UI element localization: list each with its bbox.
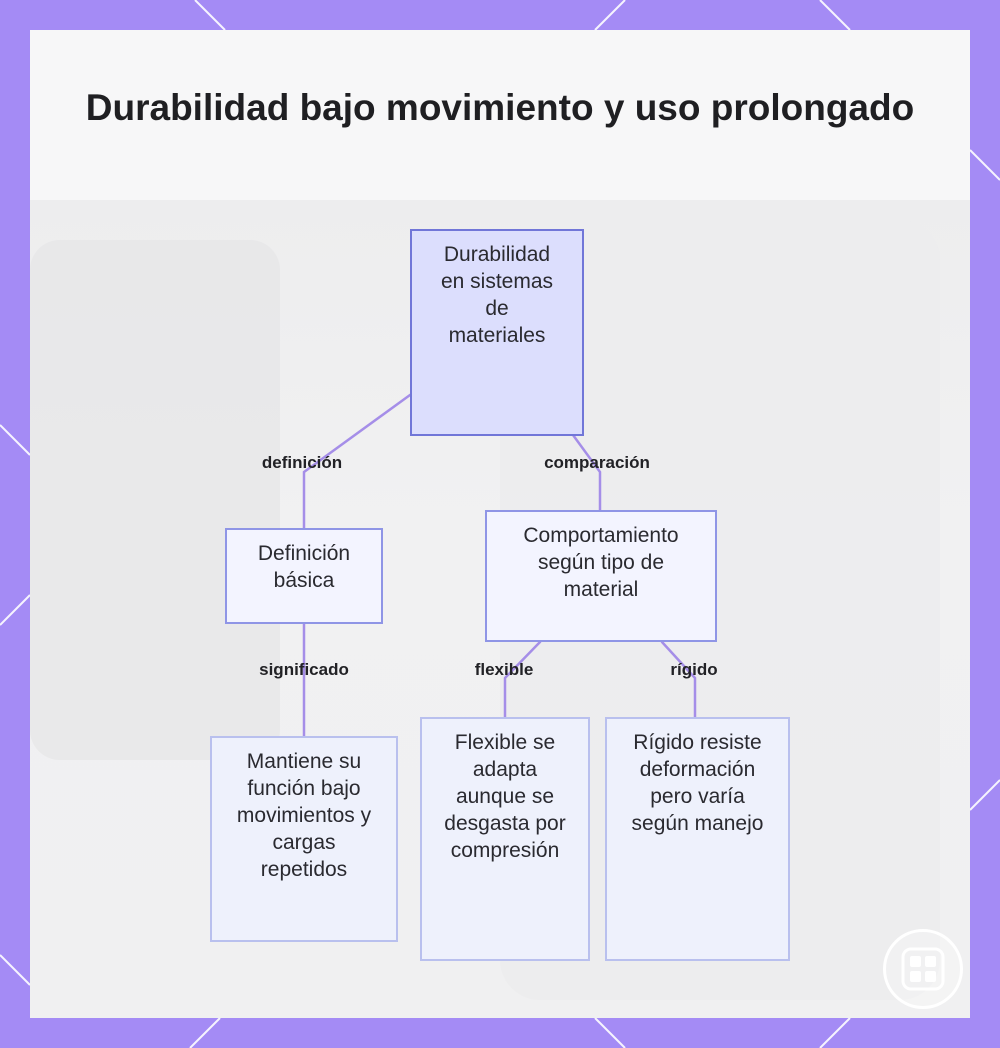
node-definicion-label: Definición básica: [257, 542, 351, 592]
grid-logo-icon-glyph: [901, 947, 945, 991]
link-root-comportamiento: [571, 433, 602, 512]
edge-label-definicion: definición: [261, 453, 343, 472]
node-rigido-label: Rígido resiste deformación pero varía se…: [631, 731, 764, 835]
edge-label-flexible: flexible: [474, 660, 534, 679]
node-flexible-label: Flexible se adapta aunque se desgasta po…: [444, 731, 566, 862]
node-mantiene: Mantiene su función bajo movimientos y c…: [210, 736, 398, 942]
node-comportamiento-label: Comportamiento según tipo de material: [523, 524, 679, 601]
background-shape: [30, 240, 280, 760]
node-definicion: Definición básica: [225, 528, 383, 624]
diagram-title: Durabilidad bajo movimiento y uso prolon…: [85, 87, 915, 128]
link-root-definicion: [302, 393, 412, 530]
node-root-label: Durabilidad en sistemas de materiales: [440, 243, 554, 347]
node-rigido: Rígido resiste deformación pero varía se…: [605, 717, 790, 961]
grid-logo-icon: [883, 929, 963, 1009]
edge-label-significado: significado: [259, 660, 349, 679]
edge-label-rigido: rígido: [670, 660, 718, 679]
link-comportamiento-flexible: [503, 640, 542, 719]
node-root: Durabilidad en sistemas de materiales: [410, 229, 584, 436]
link-comportamiento-rigido: [660, 640, 697, 719]
node-mantiene-label: Mantiene su función bajo movimientos y c…: [236, 750, 372, 881]
node-flexible: Flexible se adapta aunque se desgasta po…: [420, 717, 590, 961]
node-comportamiento: Comportamiento según tipo de material: [485, 510, 717, 642]
edge-label-comparacion: comparación: [544, 453, 650, 472]
